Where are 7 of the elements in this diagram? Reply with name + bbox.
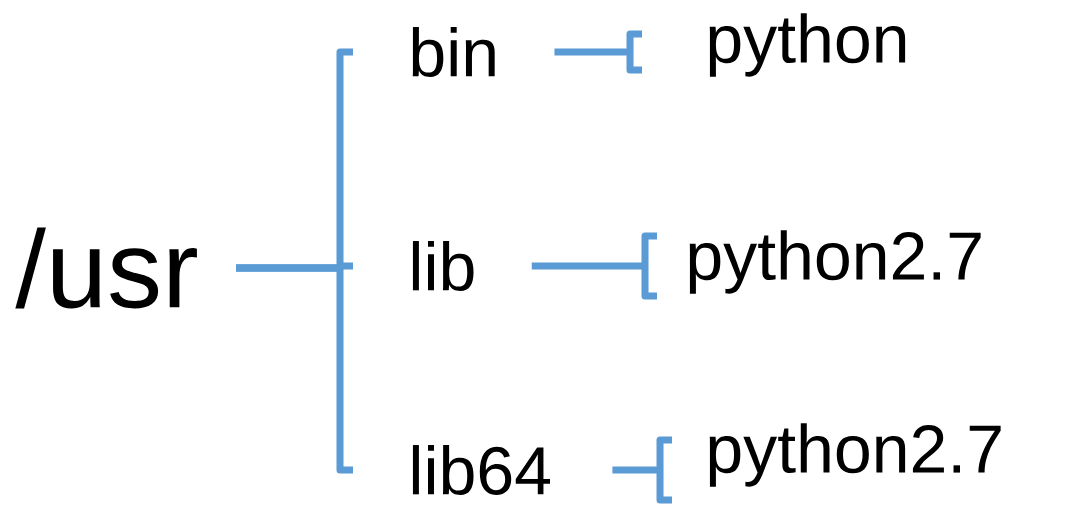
folder-label: python2.7 (709, 423, 1001, 487)
folder-label: python (709, 13, 906, 77)
folder-label: lib64 (412, 445, 550, 495)
folder-label: bin (412, 27, 495, 77)
root-label: /usr (15, 227, 197, 309)
folder-label: python2.7 (689, 230, 981, 294)
folder-label: lib (412, 241, 474, 291)
